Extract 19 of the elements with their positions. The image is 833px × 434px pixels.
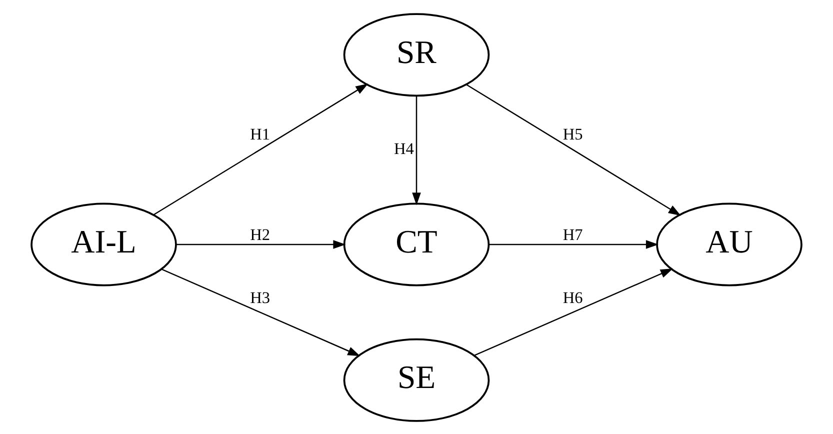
arrow <box>488 240 659 248</box>
node-ellipse: CT <box>343 202 490 286</box>
node-ellipse: SR <box>343 12 490 96</box>
edge-label: H2 <box>250 224 270 244</box>
edge-label: H7 <box>562 224 583 244</box>
node-ellipse: AI-L <box>30 202 177 286</box>
edge-label: H6 <box>562 287 583 306</box>
arrow <box>474 268 674 356</box>
arrow <box>412 95 421 205</box>
node-ellipse: SE <box>343 338 490 422</box>
edge-label: H1 <box>250 124 270 143</box>
arrow <box>466 83 681 216</box>
arrow <box>161 268 360 356</box>
node-ellipse: AU <box>656 202 802 286</box>
edge-label: H5 <box>562 124 583 143</box>
edge-label: H3 <box>250 287 270 306</box>
edge-label: H4 <box>394 138 414 158</box>
arrow <box>176 240 346 248</box>
arrow <box>153 83 368 215</box>
